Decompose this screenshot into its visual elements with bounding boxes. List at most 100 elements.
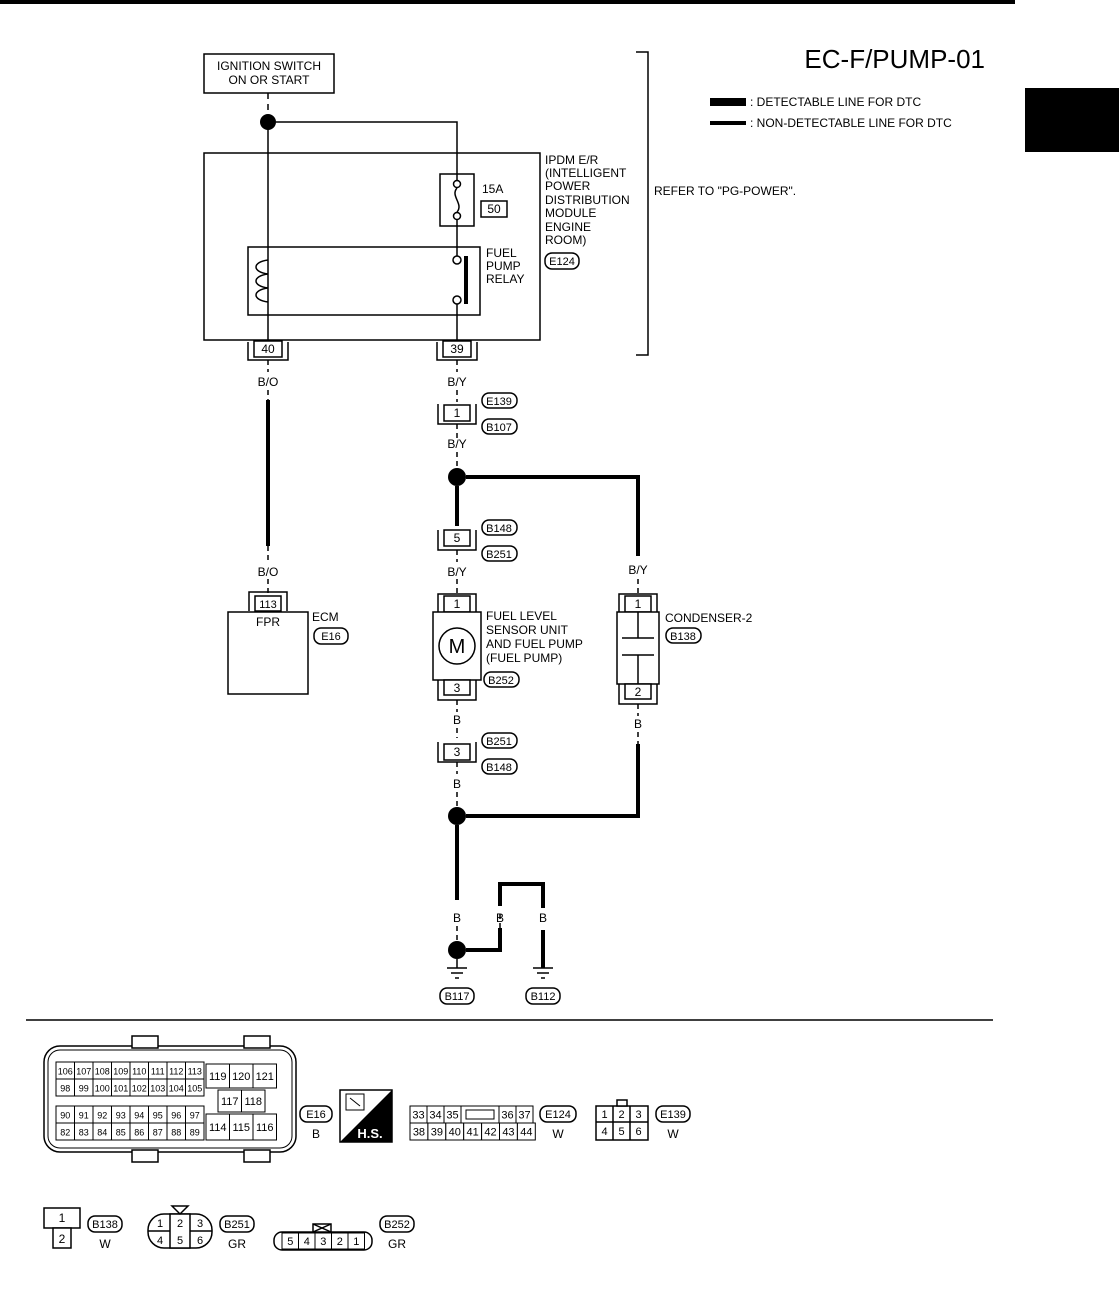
svg-text:5: 5 — [454, 531, 461, 545]
wire-label-bo-bottom: B/O — [258, 565, 279, 579]
svg-text:ENGINE: ENGINE — [545, 220, 591, 234]
b251-pin-label: 1 — [157, 1218, 163, 1230]
e16-pin-label: 86 — [134, 1128, 144, 1138]
motor-symbol: M — [449, 636, 466, 658]
page-title: EC-F/PUMP-01 — [804, 44, 985, 74]
svg-text:B138: B138 — [670, 631, 696, 643]
e124-pin-label: 39 — [431, 1127, 443, 1139]
joint-connector-b251: 3 B251 B148 — [437, 732, 518, 775]
svg-text:2: 2 — [635, 685, 642, 699]
connector-tag-b251: B251 GR — [219, 1215, 255, 1251]
b251-pin-label: 4 — [157, 1235, 163, 1247]
e16-pin-label: 117 — [221, 1096, 239, 1108]
e16-pin-label: 106 — [58, 1067, 73, 1077]
b251-pin-label: 3 — [197, 1218, 203, 1230]
svg-text:H.S.: H.S. — [357, 1126, 382, 1141]
e16-pin-label: 96 — [171, 1111, 181, 1121]
section-tab — [1025, 88, 1119, 152]
ignition-line1: IGNITION SWITCH — [217, 59, 321, 73]
e139-pin-label: 1 — [601, 1109, 607, 1121]
e139-pin-label: 5 — [618, 1126, 624, 1138]
relay-label: FUEL PUMP RELAY — [486, 246, 524, 286]
wire-label-by-3: B/Y — [447, 565, 466, 579]
svg-text:RELAY: RELAY — [486, 272, 524, 286]
wire-label-b-1: B — [453, 713, 461, 727]
ipdm-connector-tag: E124 — [544, 252, 580, 270]
fuse-amps: 15A — [482, 182, 503, 196]
condenser-2: 1 2 — [616, 593, 660, 705]
e16-pin-label: 112 — [169, 1067, 183, 1077]
e16-pin-label: 108 — [95, 1067, 110, 1077]
legend-non-detectable-label: : NON-DETECTABLE LINE FOR DTC — [750, 116, 952, 130]
e16-pin-label: 93 — [116, 1111, 126, 1121]
b252-pin-label: 1 — [353, 1236, 359, 1248]
e124-pin-cell — [516, 1122, 536, 1141]
svg-text:E139: E139 — [660, 1109, 686, 1121]
e16-pin-label: 87 — [153, 1128, 163, 1138]
condenser-name: CONDENSER-2 — [665, 611, 753, 625]
e16-pin-label: 107 — [76, 1067, 91, 1077]
e124-pin-label: 41 — [467, 1127, 479, 1139]
e16-pin-label: 111 — [151, 1067, 165, 1077]
e124-pin-label: 36 — [501, 1110, 513, 1122]
ipdm-pin-40: 40 — [247, 340, 289, 361]
e139-pin-label: 4 — [601, 1126, 607, 1138]
svg-text:2: 2 — [59, 1232, 66, 1246]
e124-pin-label: 33 — [412, 1110, 424, 1122]
e16-pin-label: 92 — [97, 1111, 107, 1121]
svg-text:MODULE: MODULE — [545, 206, 596, 220]
svg-text:B: B — [312, 1127, 320, 1141]
e139-pin-label: 3 — [635, 1109, 641, 1121]
svg-text:AND FUEL PUMP: AND FUEL PUMP — [486, 637, 583, 651]
b252-pin-cell — [347, 1232, 365, 1250]
e16-pin-cell — [185, 1078, 205, 1097]
splice-ignition — [260, 114, 276, 130]
svg-text:E16: E16 — [321, 631, 341, 643]
wire-label-b-5: B — [539, 911, 547, 925]
svg-text:GR: GR — [388, 1237, 406, 1251]
wire-label-b-4: B — [496, 911, 504, 925]
e16-pin-cell — [252, 1113, 277, 1141]
wire-label-b-2: B — [453, 777, 461, 791]
e16-pin-cell — [241, 1089, 266, 1113]
svg-text:GR: GR — [228, 1237, 246, 1251]
wire-label-b-cond: B — [634, 717, 642, 731]
ground-symbol-b117: B117 — [439, 967, 475, 1005]
e139-pin-label: 6 — [635, 1126, 641, 1138]
e124-pin-label: 35 — [446, 1110, 458, 1122]
e16-pin-label: 109 — [113, 1067, 128, 1077]
svg-text:3: 3 — [454, 745, 461, 759]
connector-face-b138: 1 2 — [43, 1207, 81, 1249]
e16-pin-label: 115 — [232, 1122, 250, 1134]
svg-text:B251: B251 — [224, 1219, 250, 1231]
wire-label-by-1: B/Y — [447, 375, 466, 389]
splice-ground-2 — [448, 941, 466, 959]
svg-text:3: 3 — [454, 681, 461, 695]
e16-pin-label: 97 — [190, 1111, 200, 1121]
svg-text:B252: B252 — [384, 1219, 410, 1231]
e16-pin-label: 104 — [169, 1084, 184, 1094]
legend-detectable-swatch — [710, 98, 746, 106]
legend: : DETECTABLE LINE FOR DTC : NON-DETECTAB… — [710, 95, 952, 130]
ignition-switch-box: IGNITION SWITCH ON OR START — [203, 53, 335, 94]
top-rule — [0, 0, 1015, 4]
e16-pin-label: 102 — [132, 1084, 147, 1094]
svg-text:B107: B107 — [486, 422, 512, 434]
e16-pin-label: 121 — [256, 1071, 274, 1083]
e16-pin-label: 120 — [232, 1071, 250, 1083]
ecm-connector-tag: E16 — [313, 627, 349, 645]
b252-pin-label: 2 — [337, 1236, 343, 1248]
e16-pin-cell — [185, 1122, 205, 1141]
ipdm-label: IPDM E/R (INTELLIGENT POWER DISTRIBUTION… — [545, 153, 630, 247]
svg-text:W: W — [667, 1127, 679, 1141]
splice-ground — [448, 807, 466, 825]
svg-text:B148: B148 — [486, 523, 512, 535]
b252-pin-label: 4 — [304, 1236, 310, 1248]
svg-text:B252: B252 — [488, 675, 514, 687]
e16-pin-label: 100 — [95, 1084, 110, 1094]
wire-label-by-cond: B/Y — [628, 563, 647, 577]
ipdm-refer-text: REFER TO "PG-POWER". — [654, 184, 796, 198]
